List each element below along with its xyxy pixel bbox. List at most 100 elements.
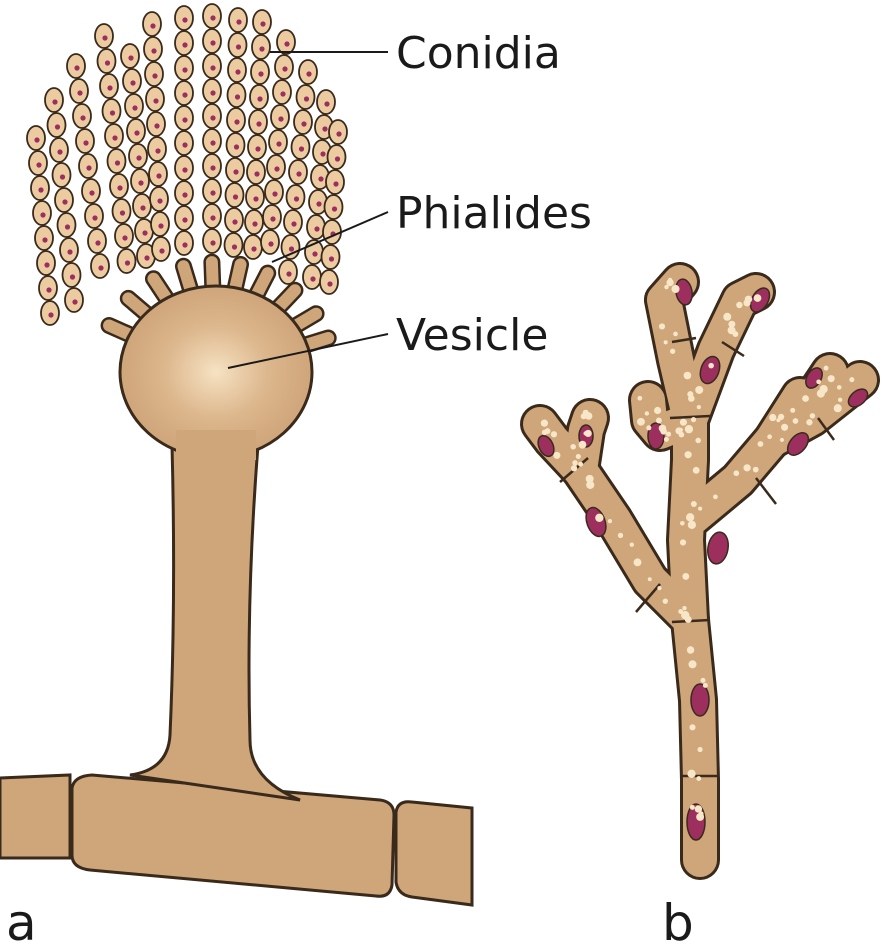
conidium-nucleus xyxy=(270,216,275,221)
inclusion xyxy=(703,683,708,688)
branched-hypha-panel: b xyxy=(535,278,871,952)
inclusion xyxy=(608,519,612,523)
conidium-nucleus xyxy=(322,126,327,131)
conidium-nucleus xyxy=(291,221,296,226)
conidium-nucleus xyxy=(122,235,127,240)
inclusion xyxy=(583,431,587,435)
conidium-nucleus xyxy=(210,140,215,145)
conidium-nucleus xyxy=(42,237,47,242)
inclusion xyxy=(838,398,842,402)
conidium-nucleus xyxy=(112,135,117,140)
conidium-nucleus xyxy=(158,223,163,228)
conidium-nucleus xyxy=(304,96,309,101)
conidium-nucleus xyxy=(74,65,79,70)
conidium-nucleus xyxy=(210,65,215,70)
inclusion xyxy=(736,302,742,308)
inclusion xyxy=(657,586,661,590)
conidium-nucleus xyxy=(117,185,122,190)
conidium-nucleus xyxy=(77,90,82,95)
conidium-nucleus xyxy=(329,256,334,261)
conidium-nucleus xyxy=(210,240,215,245)
conidium-nucleus xyxy=(253,196,258,201)
conidium-nucleus xyxy=(86,165,91,170)
inclusion xyxy=(673,332,678,337)
inclusion xyxy=(551,431,557,437)
conidium-nucleus xyxy=(182,167,187,172)
inclusion xyxy=(728,326,736,334)
inclusion xyxy=(637,396,642,401)
inclusion xyxy=(648,577,652,581)
inclusion xyxy=(656,418,662,424)
conidium-nucleus xyxy=(157,198,162,203)
conidium-nucleus xyxy=(259,46,264,51)
inclusion xyxy=(697,747,702,752)
inclusion xyxy=(743,299,750,306)
conidium-nucleus xyxy=(128,55,133,60)
inclusion xyxy=(646,425,651,430)
inclusion xyxy=(834,404,842,412)
conidium-nucleus xyxy=(80,115,85,120)
inclusion xyxy=(687,646,694,653)
conidium-nucleus xyxy=(62,199,67,204)
inclusion xyxy=(754,294,762,302)
conidium-nucleus xyxy=(280,91,285,96)
inclusion xyxy=(689,724,695,730)
conidium-nucleus xyxy=(258,71,263,76)
inclusion xyxy=(685,425,693,433)
inclusion xyxy=(678,609,683,614)
conidium-nucleus xyxy=(72,299,77,304)
conidium-nucleus xyxy=(83,140,88,145)
conidium-nucleus xyxy=(110,110,115,115)
vesicle-label: Vesicle xyxy=(396,310,548,361)
conidium-nucleus xyxy=(235,94,240,99)
inclusion xyxy=(666,432,671,437)
conidium-nucleus xyxy=(272,191,277,196)
inclusion xyxy=(723,313,731,321)
hypha-fill xyxy=(690,292,756,420)
conidium-nucleus xyxy=(327,281,332,286)
conidium-nucleus xyxy=(320,151,325,156)
inclusion xyxy=(684,372,692,380)
inclusion xyxy=(541,420,548,427)
inclusion xyxy=(663,599,668,604)
inclusion xyxy=(660,428,667,435)
conidium-nucleus xyxy=(336,131,341,136)
conidium-nucleus xyxy=(324,101,329,106)
conidium-nucleus xyxy=(44,262,49,267)
conidiophore-panel: Conidia Phialides Vesicle a xyxy=(0,4,592,952)
conidia-label: Conidia xyxy=(396,28,561,79)
conidium-nucleus xyxy=(301,121,306,126)
phialides-label: Phialides xyxy=(396,188,592,239)
conidium-nucleus xyxy=(155,148,160,153)
inclusion xyxy=(816,379,821,384)
conidium-nucleus xyxy=(48,312,53,317)
inclusion xyxy=(837,385,842,390)
inclusion xyxy=(664,437,669,442)
conidium-nucleus xyxy=(236,44,241,49)
conidium-nucleus xyxy=(289,246,294,251)
conidium-nucleus xyxy=(278,116,283,121)
conidium-nucleus xyxy=(102,35,107,40)
inclusion xyxy=(793,418,799,424)
conidium-nucleus xyxy=(236,19,241,24)
inclusion xyxy=(572,460,577,465)
inclusion xyxy=(682,606,686,610)
panel-b-label: b xyxy=(662,894,694,952)
conidium-nucleus xyxy=(57,149,62,154)
inclusion xyxy=(680,419,687,426)
inclusion xyxy=(670,349,675,354)
conidium-nucleus xyxy=(210,215,215,220)
conidium-nucleus xyxy=(134,130,139,135)
conidium-nucleus xyxy=(36,162,41,167)
conidium-nucleus xyxy=(89,190,94,195)
conidium-nucleus xyxy=(182,67,187,72)
conidium-nucleus xyxy=(233,169,238,174)
conidium-nucleus xyxy=(38,187,43,192)
conidium-nucleus xyxy=(130,80,135,85)
conidium-nucleus xyxy=(140,205,145,210)
conidium-nucleus xyxy=(234,119,239,124)
inclusion xyxy=(700,678,705,683)
inclusion xyxy=(630,542,634,546)
inclusion xyxy=(680,539,686,545)
inclusion xyxy=(806,419,812,425)
